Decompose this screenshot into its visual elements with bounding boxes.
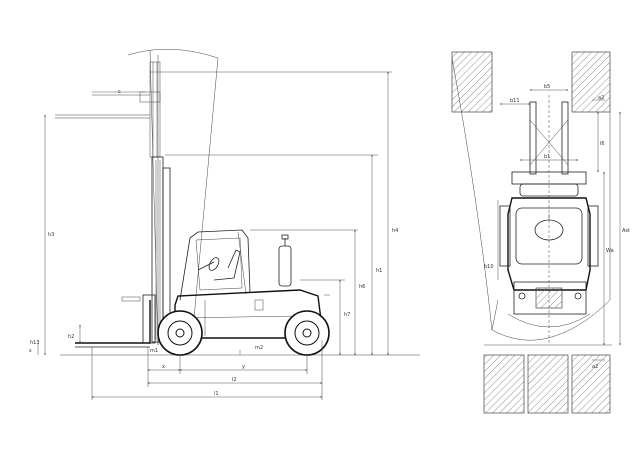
front-wheel xyxy=(157,310,203,356)
pallet-top-right xyxy=(571,51,611,113)
label-h1: h1 xyxy=(376,268,382,274)
length-dimensions xyxy=(91,340,323,400)
top-view-dimensions xyxy=(484,89,621,361)
mast xyxy=(151,156,171,343)
rear-wheel xyxy=(284,310,330,356)
label-l1: l1 xyxy=(214,391,219,397)
fork-carriage xyxy=(75,294,156,348)
label-h7: h7 xyxy=(344,312,350,318)
pallet-bottom-2 xyxy=(527,354,569,414)
raised-fork xyxy=(55,94,150,119)
label-b11: b11 xyxy=(510,98,520,104)
label-h3-left: h3 xyxy=(48,232,54,238)
side-view-labels: h4 h1 h6 h7 h3 h2 s c x y l2 l1 m2 m1 h1… xyxy=(29,89,398,397)
label-s: s xyxy=(29,348,32,354)
label-h2: h2 xyxy=(68,334,74,340)
label-m2: m2 xyxy=(255,345,263,351)
label-h13: h13 xyxy=(30,340,40,346)
mast-tilt-indicator xyxy=(127,48,219,346)
top-view-labels: b5 b11 b1 l6 Ast Wa a2 a2 b10 xyxy=(484,84,630,370)
label-ast: Ast xyxy=(622,228,630,234)
exhaust-stack xyxy=(278,234,292,287)
label-h3: h4 xyxy=(392,228,398,234)
pallet-bottom-3 xyxy=(571,354,611,414)
label-l2: l2 xyxy=(232,377,237,383)
label-l6: l6 xyxy=(600,141,605,147)
label-x: x xyxy=(162,364,165,370)
extended-mast xyxy=(139,61,161,158)
label-a2: a2 xyxy=(598,95,604,101)
height-dimensions xyxy=(37,71,392,356)
turning-radius-outline xyxy=(451,57,611,341)
label-wa: Wa xyxy=(606,248,614,254)
label-b5: b5 xyxy=(544,84,550,90)
pallet-bottom-1 xyxy=(483,354,525,414)
label-b1: b1 xyxy=(544,154,550,160)
label-c: c xyxy=(118,89,121,95)
label-h6: h6 xyxy=(359,284,365,290)
label-m1: m1 xyxy=(150,348,158,354)
label-y: y xyxy=(242,364,245,370)
label-a2-bottom: a2 xyxy=(592,364,598,370)
pallet-top-left xyxy=(451,51,493,113)
label-b10: b10 xyxy=(484,264,494,270)
side-view: h4 h1 h6 h7 h3 h2 s c x y l2 l1 m2 m1 h1… xyxy=(29,48,420,400)
cab xyxy=(179,229,251,301)
top-view: b5 b11 b1 l6 Ast Wa a2 a2 b10 xyxy=(451,51,630,414)
